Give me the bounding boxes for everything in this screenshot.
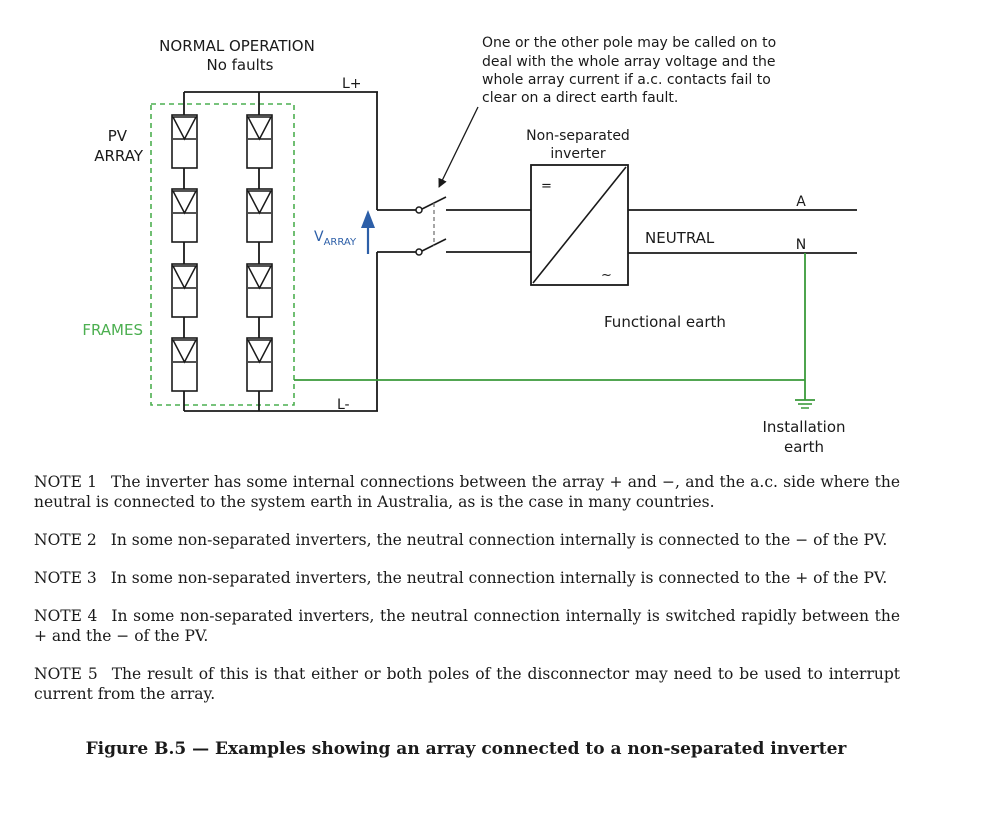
callout-line-4: clear on a direct earth fault. [482,90,678,106]
note-id: NOTE 3 [34,569,97,587]
note-id: NOTE 5 [34,665,98,683]
pv-module [246,114,273,169]
note-3: NOTE 3 In some non-separated inverters, t… [34,568,900,588]
note-2: NOTE 2 In some non-separated inverters, t… [34,530,900,550]
note-text: The result of this is that either or bot… [34,665,900,703]
functional-earth-label: Functional earth [604,313,726,331]
v-array-arrow [361,210,375,254]
inverter-label-line2: inverter [550,146,606,162]
pv-module [246,337,273,392]
note-text: In some non-separated inverters, the neu… [110,531,888,549]
pv-module [246,263,273,318]
pv-module [171,263,198,318]
note-text: In some non-separated inverters, the neu… [34,607,900,645]
note-id: NOTE 1 [34,473,98,491]
note-text: The inverter has some internal connectio… [34,473,900,511]
l-minus-label: L- [337,397,350,413]
pv-array-label-line1: PV [108,127,128,145]
dc-disconnector-switch [415,196,531,256]
installation-earth-line1: Installation [762,418,845,436]
pv-module [171,188,198,243]
inverter-dc-symbol: = [541,179,552,194]
diagram-heading: NORMAL OPERATION [159,37,315,55]
pv-module [171,337,198,392]
callout-line-1: One or the other pole may be called on t… [482,35,776,51]
n-label: N [796,237,806,253]
frames-dashed-box [150,103,295,406]
pv-module [246,188,273,243]
v-array-label: VARRAY [314,229,357,248]
earth-ground-icon [795,399,815,409]
inverter-label-line1: Non-separated [526,128,630,144]
pv-module [171,114,198,169]
neutral-label: NEUTRAL [645,229,715,247]
figure-caption: Figure B.5 — Examples showing an array c… [85,739,847,759]
pv-array-label-line2: ARRAY [94,147,144,165]
callout-pointer [438,106,479,188]
callout-line-3: whole array current if a.c. contacts fai… [482,72,771,88]
note-text: In some non-separated inverters, the neu… [110,569,888,587]
callout-line-2: deal with the whole array voltage and th… [482,54,776,70]
diagram-subheading: No faults [206,56,273,74]
note-id: NOTE 4 [34,607,98,625]
inverter-ac-symbol: ~ [601,268,612,283]
pv-array-circuit-diagram: NORMAL OPERATION No faults PV ARRAY FRAM… [82,35,857,456]
installation-earth-line2: earth [784,438,824,456]
a-label: A [796,194,806,210]
note-id: NOTE 2 [34,531,97,549]
l-plus-label: L+ [342,76,362,92]
inverter-box [530,164,629,286]
frames-label: FRAMES [82,321,143,339]
